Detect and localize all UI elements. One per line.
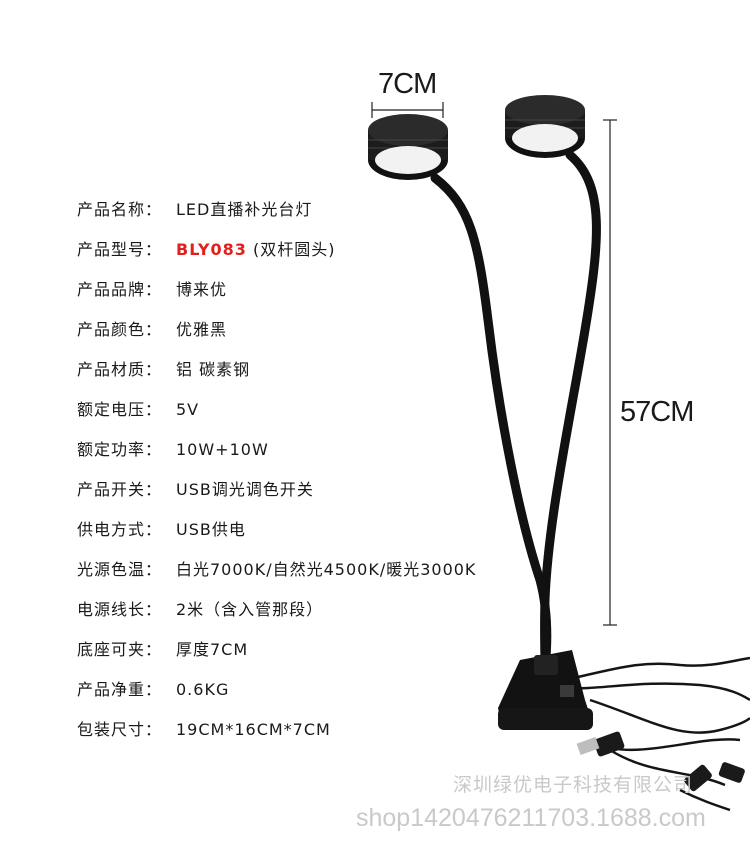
spec-list: 产品名称： LED直播补光台灯 产品型号： BLY083 (双杆圆头) 产品品牌： 博… [77,196,476,756]
spec-row-color-temp: 光源色温： 白光7000K/自然光4500K/暖光3000K [77,556,476,596]
spec-label: 电源线长： [77,600,163,619]
spec-value: LED直播补光台灯 [176,200,313,219]
width-dimension-line [371,102,444,118]
height-dimension-line [603,119,617,626]
spec-label: 产品品牌： [77,280,163,299]
spec-row-package-size: 包装尺寸： 19CM*16CM*7CM [77,716,476,756]
spec-row-model: 产品型号： BLY083 (双杆圆头) [77,236,476,276]
shop-url-watermark: shop1420476211703.1688.com [356,804,706,832]
spec-value: 白光7000K/自然光4500K/暖光3000K [176,560,477,579]
spec-value: 厚度7CM [176,640,249,659]
spec-row-name: 产品名称： LED直播补光台灯 [77,196,476,236]
spec-label: 产品名称： [77,200,163,219]
spec-row-cable-length: 电源线长： 2米（含入管那段） [77,596,476,636]
right-gooseneck-arm [540,150,601,673]
spec-row-clamp: 底座可夹： 厚度7CM [77,636,476,676]
spec-label: 产品颜色： [77,320,163,339]
spec-value: 2米（含入管那段） [176,600,324,619]
spec-row-power-supply: 供电方式： USB供电 [77,516,476,556]
spec-value: 优雅黑 [176,320,228,339]
spec-row-color: 产品颜色： 优雅黑 [77,316,476,356]
spec-row-brand: 产品品牌： 博来优 [77,276,476,316]
spec-value: USB调光调色开关 [176,480,314,499]
spec-row-switch: 产品开关： USB调光调色开关 [77,476,476,516]
spec-label: 供电方式： [77,520,163,539]
spec-value: USB供电 [176,520,246,539]
spec-label: 额定功率： [77,440,163,459]
left-lamp-head [368,114,448,180]
spec-label: 光源色温： [77,560,163,579]
spec-label: 产品材质： [77,360,163,379]
width-dimension-label: 7CM [378,68,437,100]
spec-value: 19CM*16CM*7CM [176,720,331,739]
spec-label: 产品型号： [77,240,163,259]
height-dimension-label: 57CM [620,396,694,428]
spec-label: 产品净重： [77,680,163,699]
spec-row-weight: 产品净重： 0.6KG [77,676,476,716]
spec-row-voltage: 额定电压： 5V [77,396,476,436]
spec-label: 额定电压： [77,400,163,419]
shop-name-watermark: 深圳绿优电子科技有限公司 [453,774,694,796]
spec-label: 包装尺寸： [77,720,163,739]
spec-value: 博来优 [176,280,228,299]
spec-value: 10W+10W [176,440,269,459]
usb-plug [576,731,745,792]
clamp-base [498,650,593,730]
right-lamp-head [505,95,585,158]
spec-row-material: 产品材质： 铝 碳素钢 [77,356,476,396]
spec-value: 铝 碳素钢 [176,360,251,379]
spec-row-power: 额定功率： 10W+10W [77,436,476,476]
model-number: BLY083 [176,240,247,259]
spec-label: 产品开关： [77,480,163,499]
spec-value: 0.6KG [176,680,230,699]
spec-value: (双杆圆头) [246,240,336,259]
spec-label: 底座可夹： [77,640,163,659]
spec-value: 5V [176,400,200,419]
